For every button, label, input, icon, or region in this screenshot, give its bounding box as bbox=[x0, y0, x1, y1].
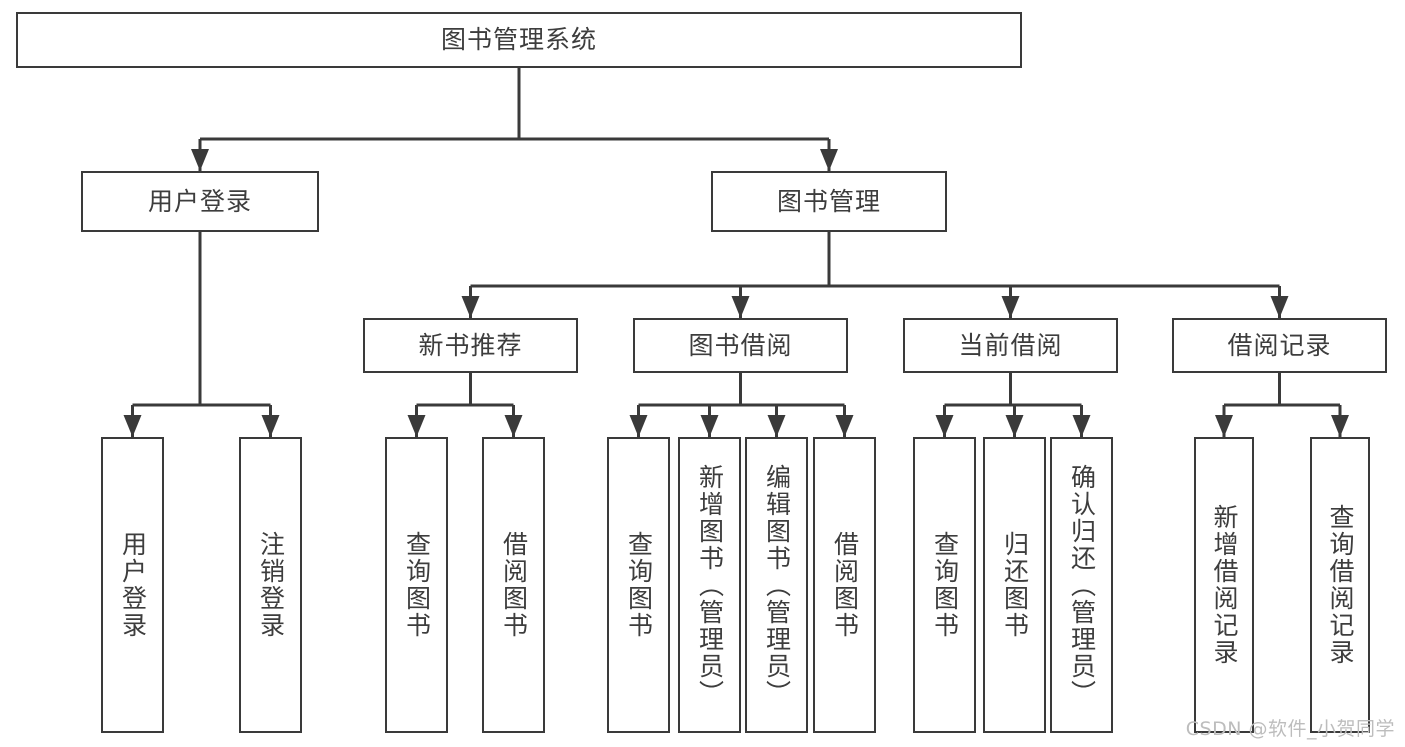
node-newbook[interactable]: 新书推荐 bbox=[363, 318, 578, 373]
arrowhead-icon bbox=[1001, 296, 1020, 318]
arrowhead-icon bbox=[1331, 415, 1349, 437]
node-label: 图书管理系统 bbox=[440, 25, 597, 55]
node-records[interactable]: 借阅记录 bbox=[1172, 318, 1387, 373]
arrowhead-icon bbox=[935, 415, 954, 437]
node-label: 查询图书 bbox=[930, 531, 960, 639]
arrowhead-icon bbox=[731, 296, 750, 318]
node-current[interactable]: 当前借阅 bbox=[903, 318, 1118, 373]
arrowhead-icon bbox=[767, 415, 786, 437]
arrowhead-icon bbox=[261, 415, 280, 437]
node-label: 编辑图书（管理员） bbox=[762, 463, 792, 707]
node-label: 用户登录 bbox=[147, 186, 252, 216]
node-leaf-cur-query[interactable]: 查询图书 bbox=[913, 437, 976, 733]
node-leaf-bk-add[interactable]: 新增图书（管理员） bbox=[678, 437, 741, 733]
node-label: 注销登录 bbox=[256, 531, 286, 639]
node-label: 借阅图书 bbox=[830, 531, 860, 639]
arrowhead-icon bbox=[1215, 415, 1233, 437]
node-bookmgmt[interactable]: 图书管理 bbox=[711, 171, 947, 232]
arrowhead-icon bbox=[835, 415, 854, 437]
node-label: 归还图书 bbox=[1000, 531, 1030, 639]
node-label: 用户登录 bbox=[118, 531, 148, 639]
node-leaf-bk-borrow[interactable]: 借阅图书 bbox=[813, 437, 876, 733]
node-label: 查询借阅记录 bbox=[1326, 504, 1355, 666]
node-label: 图书管理 bbox=[776, 186, 881, 216]
arrowhead-icon bbox=[629, 415, 648, 437]
node-label: 借阅图书 bbox=[499, 531, 529, 639]
arrowhead-icon bbox=[191, 149, 209, 171]
node-leaf-user-login[interactable]: 用户登录 bbox=[101, 437, 164, 733]
node-label: 图书借阅 bbox=[688, 330, 793, 360]
arrowhead-icon bbox=[407, 415, 426, 437]
arrowhead-icon bbox=[1072, 415, 1091, 437]
arrowhead-icon bbox=[700, 415, 719, 437]
node-label: 确认归还（管理员） bbox=[1067, 463, 1097, 707]
node-label: 新增借阅记录 bbox=[1210, 504, 1239, 666]
node-borrow[interactable]: 图书借阅 bbox=[633, 318, 848, 373]
arrowhead-icon bbox=[461, 296, 480, 318]
node-label: 新增图书（管理员） bbox=[695, 463, 725, 707]
arrowhead-icon bbox=[820, 149, 838, 171]
node-root[interactable]: 图书管理系统 bbox=[16, 12, 1022, 68]
node-leaf-bk-edit[interactable]: 编辑图书（管理员） bbox=[745, 437, 808, 733]
node-label: 查询图书 bbox=[402, 531, 432, 639]
node-label: 新书推荐 bbox=[418, 330, 523, 360]
node-login[interactable]: 用户登录 bbox=[81, 171, 319, 232]
watermark-label: CSDN @软件_小贺同学 bbox=[1185, 718, 1395, 740]
arrowhead-icon bbox=[504, 415, 523, 437]
node-leaf-nb-query[interactable]: 查询图书 bbox=[385, 437, 448, 733]
node-leaf-user-logout[interactable]: 注销登录 bbox=[239, 437, 302, 733]
node-leaf-cur-return[interactable]: 归还图书 bbox=[983, 437, 1046, 733]
node-leaf-cur-confirm[interactable]: 确认归还（管理员） bbox=[1050, 437, 1113, 733]
arrowhead-icon bbox=[123, 415, 142, 437]
node-label: 查询图书 bbox=[624, 531, 654, 639]
node-leaf-bk-query[interactable]: 查询图书 bbox=[607, 437, 670, 733]
arrowhead-icon bbox=[1270, 296, 1289, 318]
node-leaf-nb-borrow[interactable]: 借阅图书 bbox=[482, 437, 545, 733]
node-leaf-rec-add[interactable]: 新增借阅记录 bbox=[1194, 437, 1254, 733]
node-label: 借阅记录 bbox=[1227, 330, 1332, 360]
arrowhead-icon bbox=[1005, 415, 1024, 437]
node-label: 当前借阅 bbox=[958, 330, 1063, 360]
node-leaf-rec-query[interactable]: 查询借阅记录 bbox=[1310, 437, 1370, 733]
